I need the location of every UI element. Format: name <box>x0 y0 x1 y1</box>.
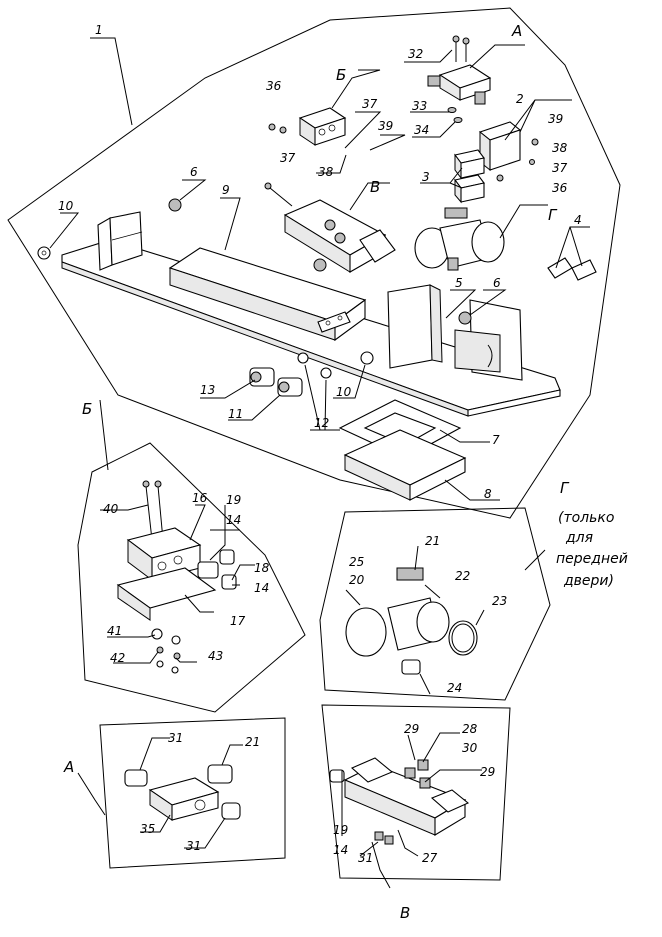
view-a-outline <box>99 717 286 869</box>
block-b-top <box>268 107 347 146</box>
callout-5: 5 <box>455 276 463 290</box>
callout-22: 22 <box>455 569 470 583</box>
callout-37-top-left: 37 <box>280 151 296 165</box>
callout-1: 1 <box>95 23 103 37</box>
callout-25: 25 <box>349 555 364 569</box>
callout-19-view-v: 19 <box>333 823 348 837</box>
view-g-parts <box>345 567 478 675</box>
callout-34: 34 <box>414 123 429 137</box>
callout-8: 8 <box>484 487 492 501</box>
callout-21-view-a: 21 <box>245 735 260 749</box>
callout-23: 23 <box>492 594 507 608</box>
note-line-3: передней <box>556 551 628 567</box>
callout-31-view-v: 31 <box>358 851 373 865</box>
view-v-outline <box>321 704 511 881</box>
block-a-top <box>427 35 492 123</box>
view-b-parts <box>116 480 237 674</box>
note-line-2: для <box>565 530 593 546</box>
view-letter-v-detail: В <box>400 904 410 922</box>
callout-35: 35 <box>140 822 155 836</box>
callout-14-view-v: 14 <box>333 843 348 857</box>
callout-36-top: 36 <box>266 79 282 93</box>
view-letter-v-top: В <box>370 178 380 196</box>
callout-29-left: 29 <box>404 722 419 736</box>
callout-31-view-a-top: 31 <box>168 731 183 745</box>
view-letter-a-top: А <box>511 22 522 40</box>
note-line-1: (только <box>558 510 614 526</box>
callout-37-top-mid: 37 <box>362 97 378 111</box>
view-g-outline <box>319 507 551 701</box>
callout-4: 4 <box>574 213 582 227</box>
callout-16: 16 <box>192 491 208 505</box>
callout-14-view-b-bottom: 14 <box>254 581 269 595</box>
callout-9: 9 <box>222 183 230 197</box>
callout-12: 12 <box>314 416 329 430</box>
view-v-parts <box>329 757 470 845</box>
callout-36-right: 36 <box>552 181 568 195</box>
callout-labels: 1 2 3 4 5 6 6 7 8 9 10 10 11 12 13 32 33… <box>58 23 582 865</box>
callout-10-right: 10 <box>336 385 352 399</box>
view-letter-g-top: Г <box>548 206 558 224</box>
callout-31-view-a-bottom: 31 <box>186 839 201 853</box>
callout-11: 11 <box>228 407 243 421</box>
callout-42: 42 <box>110 651 125 665</box>
cover-7-and-box-8 <box>338 399 467 501</box>
callout-14-view-b-top: 14 <box>226 513 241 527</box>
callout-40: 40 <box>103 502 119 516</box>
callout-39-top: 39 <box>378 119 393 133</box>
leader-lines <box>49 37 590 889</box>
main-view-outline <box>7 7 621 519</box>
callout-28: 28 <box>462 722 478 736</box>
unit-g-top <box>414 207 505 271</box>
callout-38-top: 38 <box>318 165 334 179</box>
view-letter-b-detail: Б <box>82 400 92 418</box>
note-line-4: двери) <box>563 573 614 589</box>
view-a-parts <box>124 764 241 821</box>
callout-24: 24 <box>447 681 462 695</box>
callout-6-right: 6 <box>493 276 501 290</box>
callout-41: 41 <box>107 624 122 638</box>
view-letters: А Б В Г Б Г А В <box>63 22 570 922</box>
callout-6-left: 6 <box>190 165 198 179</box>
callout-32: 32 <box>408 47 423 61</box>
callout-7: 7 <box>492 433 500 447</box>
callout-20: 20 <box>349 573 365 587</box>
callout-10-left: 10 <box>58 199 74 213</box>
view-b-outline <box>77 442 306 713</box>
callout-18: 18 <box>254 561 270 575</box>
fittings-main <box>37 198 597 397</box>
frame-base <box>61 211 561 417</box>
callout-43: 43 <box>208 649 223 663</box>
callout-38-right: 38 <box>552 141 568 155</box>
valve-assembly-v <box>264 182 396 273</box>
callout-39-right: 39 <box>548 112 563 126</box>
callout-30: 30 <box>462 741 478 755</box>
callout-37-right: 37 <box>552 161 568 175</box>
view-letter-a-detail: А <box>63 758 74 776</box>
callout-27: 27 <box>422 851 438 865</box>
callout-19-view-b: 19 <box>226 493 241 507</box>
blocks-2-3 <box>454 121 539 204</box>
view-letter-g-detail: Г <box>560 479 570 497</box>
callout-21-view-g: 21 <box>425 534 440 548</box>
front-door-note: (только для передней двери) <box>556 510 628 589</box>
callout-29-right: 29 <box>480 765 495 779</box>
callout-3: 3 <box>422 170 430 184</box>
callout-33: 33 <box>412 99 427 113</box>
callout-13: 13 <box>200 383 215 397</box>
view-letter-b-top: Б <box>336 66 346 84</box>
callout-2: 2 <box>516 92 524 106</box>
callout-17: 17 <box>230 614 246 628</box>
